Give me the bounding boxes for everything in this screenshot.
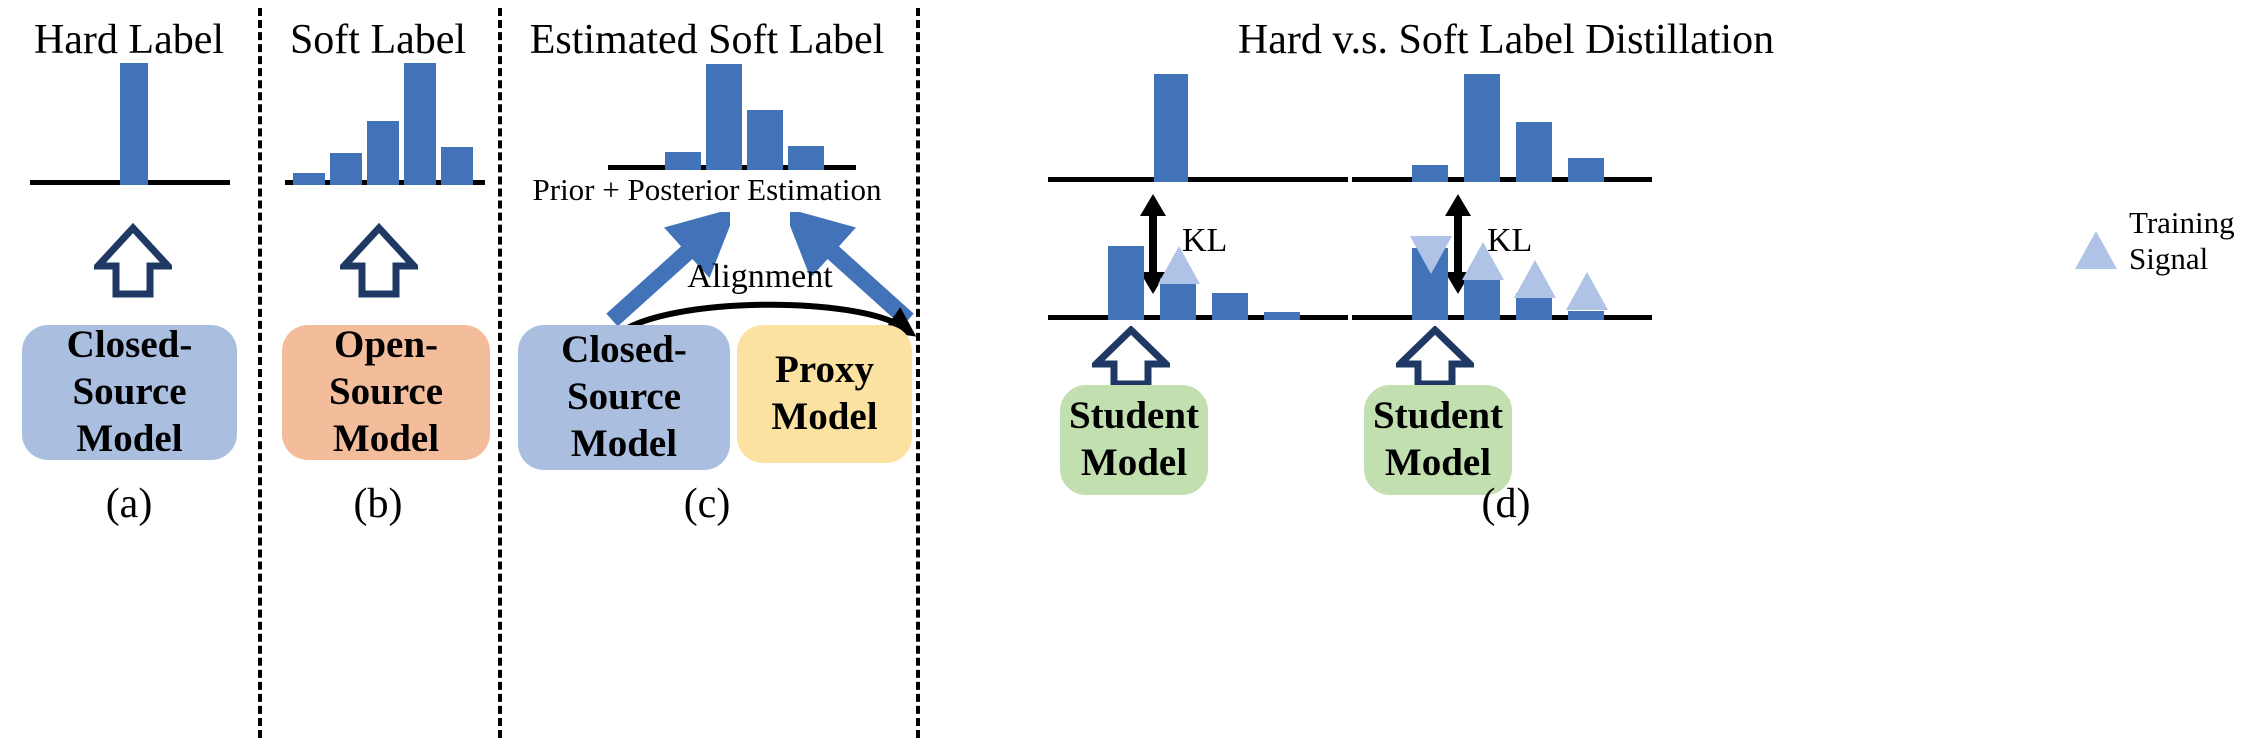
panel-c-bar-2 [706, 64, 742, 170]
panel-d-left-student-bar-1 [1108, 246, 1144, 320]
panel-c-right-box-label-line2: Model [771, 395, 878, 438]
panel-a-box-label-line2: Model [76, 416, 183, 460]
panel-b-chart [285, 60, 485, 185]
panel-d-right-student-bar-4 [1568, 311, 1604, 320]
panel-c-bar-4 [788, 146, 824, 170]
panel-a-hollow-up-arrow-icon [90, 222, 176, 300]
panel-c-alignment-label: Alignment [687, 258, 833, 295]
legend-label: Training Signal [2129, 205, 2235, 276]
panel-d-left-student-bar-3 [1212, 293, 1248, 320]
panel-a-box-label-line1: Closed-Source [66, 323, 193, 414]
panel-b-bar-4 [404, 63, 436, 185]
panel-c-bar-1 [665, 152, 701, 170]
panel-b-title: Soft Label [289, 17, 467, 63]
panel-c-caption: (c) [683, 481, 731, 527]
panel-d-left-student-bar-2 [1160, 278, 1196, 320]
panel-c-alignment-curved-arrow-icon [608, 290, 918, 340]
panel-d-right-student-bar-2 [1464, 279, 1500, 320]
panel-b-hollow-up-arrow-icon [336, 222, 422, 300]
panel-d-caption: (d) [1481, 481, 1531, 527]
panel-d-title: Hard v.s. Soft Label Distillation [1237, 17, 1775, 63]
panel-c-bar-3 [747, 110, 783, 170]
panel-b-bar-2 [330, 153, 362, 185]
panel-b-bar-3 [367, 121, 399, 185]
panel-c-title: Estimated Soft Label [529, 17, 885, 63]
panel-d-left-student-axis [1048, 315, 1348, 320]
panel-d-right-teacher-axis [1352, 177, 1652, 182]
panel-a-caption: (a) [105, 481, 153, 527]
panel-d-left-box-label-line1: Student [1068, 394, 1200, 438]
panel-a-bar-3 [120, 63, 148, 185]
panel-d-right-hollow-up-arrow-icon [1391, 325, 1479, 388]
panel-b-box-label-line1: Open-Source [328, 323, 444, 414]
panel-separator-bc [498, 8, 502, 738]
panel-b-bar-1 [293, 173, 325, 185]
panel-c-right-blue-arrow-icon [782, 207, 920, 327]
panel-d-left-student-chart [1048, 240, 1348, 320]
panel-d-right-student-chart [1352, 236, 1652, 320]
legend-training-signal-triangle-icon [2075, 231, 2117, 269]
panel-d-right-box-label-line1: Student [1372, 394, 1504, 438]
panel-d-left-teacher-chart [1048, 72, 1348, 182]
panel-d-right-student-box[interactable]: Student Model [1364, 385, 1512, 495]
panel-d-right-teacher-bar-2 [1464, 74, 1500, 182]
panel-b-box-label-line2: Model [332, 416, 440, 460]
panel-d-right-training-signal-up-icon-3 [1514, 260, 1556, 298]
panel-c-left-box-label-line2: Model [570, 421, 678, 465]
panel-d-left-hollow-up-arrow-icon [1087, 325, 1175, 388]
panel-d-left-teacher-axis [1048, 177, 1348, 182]
panel-d-left-student-box[interactable]: Student Model [1060, 385, 1208, 495]
panel-d-left-student-bar-4 [1264, 312, 1300, 320]
panel-d-left-training-signal-up-icon [1158, 246, 1200, 284]
legend-label-line1: Training [2129, 205, 2235, 240]
panel-d-right-training-signal-down-icon-1 [1410, 236, 1452, 274]
panel-c-closed-source-box[interactable]: Closed-Source Model [518, 325, 730, 470]
panel-separator-ab [258, 8, 262, 738]
panel-a-model-box[interactable]: Closed-Source Model [22, 323, 237, 460]
panel-b-model-box[interactable]: Open-Source Model [282, 323, 490, 460]
panel-separator-cd [916, 8, 920, 738]
panel-d-right-teacher-chart [1352, 72, 1652, 182]
panel-d-right-training-signal-up-icon-2 [1462, 242, 1504, 280]
panel-d-right-teacher-bar-1 [1412, 165, 1448, 182]
panel-c-left-box-label-line1: Closed-Source [561, 328, 687, 419]
panel-d-left-box-label-line2: Model [1080, 441, 1188, 484]
panel-c-proxy-model-box[interactable]: Proxy Model [737, 325, 912, 463]
panel-c-right-box-label-line1: Proxy [775, 348, 874, 392]
panel-c-chart [608, 62, 856, 170]
panel-b-bar-5 [441, 147, 473, 185]
panel-a-chart [30, 60, 230, 185]
panel-d-right-box-label-line2: Model [1384, 441, 1492, 484]
panel-d-right-training-signal-up-icon-4 [1566, 272, 1608, 310]
panel-d-left-teacher-bar-2 [1154, 74, 1188, 182]
panel-d-right-teacher-bar-3 [1516, 122, 1552, 182]
legend-label-line2: Signal [2129, 240, 2209, 276]
legend: Training Signal [2075, 205, 2255, 295]
panel-c-subcaption: Prior + Posterior Estimation [532, 172, 882, 207]
panel-d-right-student-axis [1352, 315, 1652, 320]
panel-c-left-blue-arrow-icon [600, 207, 738, 327]
panel-b-caption: (b) [353, 481, 403, 527]
panel-a-title: Hard Label [33, 17, 225, 63]
panel-d-right-teacher-bar-4 [1568, 158, 1604, 182]
